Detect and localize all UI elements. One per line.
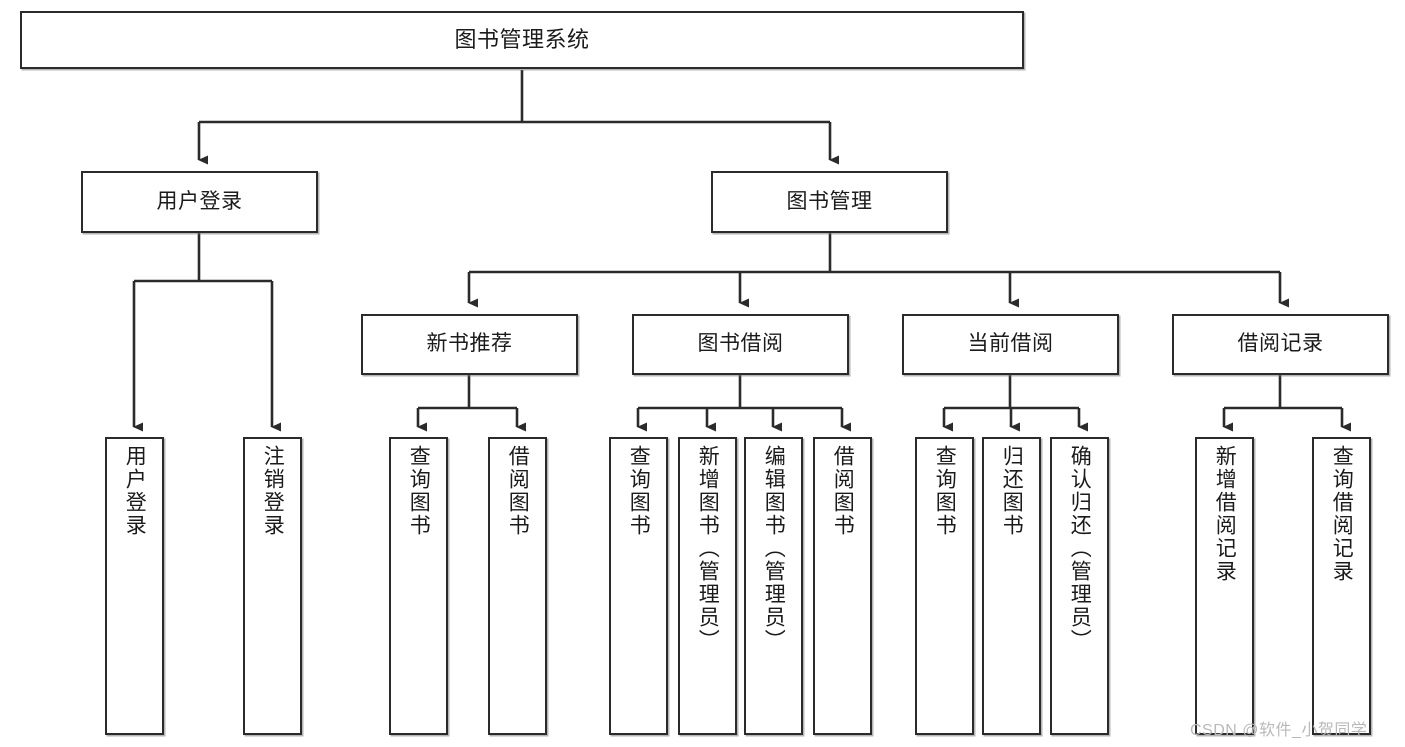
leaf-add-borrow-record[interactable]: 新增借阅记录	[1195, 437, 1254, 735]
node-label: 图书管理系统	[454, 27, 590, 53]
leaf-add-book-admin[interactable]: 新增图书（管理员）	[678, 437, 737, 735]
node-label: 查询借阅记录	[1330, 445, 1354, 583]
node-label: 确认归还（管理员）	[1068, 445, 1092, 652]
leaf-borrow-book-recommend[interactable]: 借阅图书	[488, 437, 547, 735]
node-label: 用户登录	[123, 445, 147, 537]
node-user-login[interactable]: 用户登录	[81, 171, 318, 233]
node-new-book-recommend[interactable]: 新书推荐	[361, 314, 578, 375]
node-label: 查询图书	[933, 445, 957, 537]
node-label: 新书推荐	[426, 332, 513, 356]
node-label: 用户登录	[156, 189, 243, 213]
csdn-watermark: CSDN @软件_小贺同学	[1190, 722, 1368, 739]
node-label: 借阅图书	[506, 445, 530, 537]
leaf-query-book-recommend[interactable]: 查询图书	[389, 437, 448, 735]
node-label: 查询图书	[407, 445, 431, 537]
node-label: 图书管理	[786, 189, 873, 213]
node-label: 注销登录	[261, 445, 285, 537]
node-label: 借阅图书	[831, 445, 855, 537]
node-label: 查询图书	[627, 445, 651, 537]
leaf-logout[interactable]: 注销登录	[243, 437, 302, 735]
leaf-query-book-borrow[interactable]: 查询图书	[609, 437, 668, 735]
node-borrow-record[interactable]: 借阅记录	[1172, 314, 1389, 375]
node-book-management[interactable]: 图书管理	[711, 171, 948, 233]
node-label: 新增图书（管理员）	[696, 445, 720, 652]
node-label: 新增借阅记录	[1213, 445, 1237, 583]
node-label: 当前借阅	[967, 332, 1054, 356]
node-label: 借阅记录	[1237, 332, 1324, 356]
node-book-borrow[interactable]: 图书借阅	[632, 314, 849, 375]
leaf-query-borrow-record[interactable]: 查询借阅记录	[1312, 437, 1371, 735]
node-label: 归还图书	[1000, 445, 1024, 537]
leaf-return-book[interactable]: 归还图书	[982, 437, 1041, 735]
leaf-user-login[interactable]: 用户登录	[105, 437, 164, 735]
node-root-system[interactable]: 图书管理系统	[20, 11, 1024, 69]
node-current-borrow[interactable]: 当前借阅	[902, 314, 1119, 375]
leaf-query-book-current[interactable]: 查询图书	[915, 437, 974, 735]
node-label: 编辑图书（管理员）	[762, 445, 786, 652]
leaf-edit-book-admin[interactable]: 编辑图书（管理员）	[744, 437, 803, 735]
leaf-confirm-return-admin[interactable]: 确认归还（管理员）	[1050, 437, 1109, 735]
node-label: 图书借阅	[697, 332, 784, 356]
leaf-borrow-book[interactable]: 借阅图书	[813, 437, 872, 735]
